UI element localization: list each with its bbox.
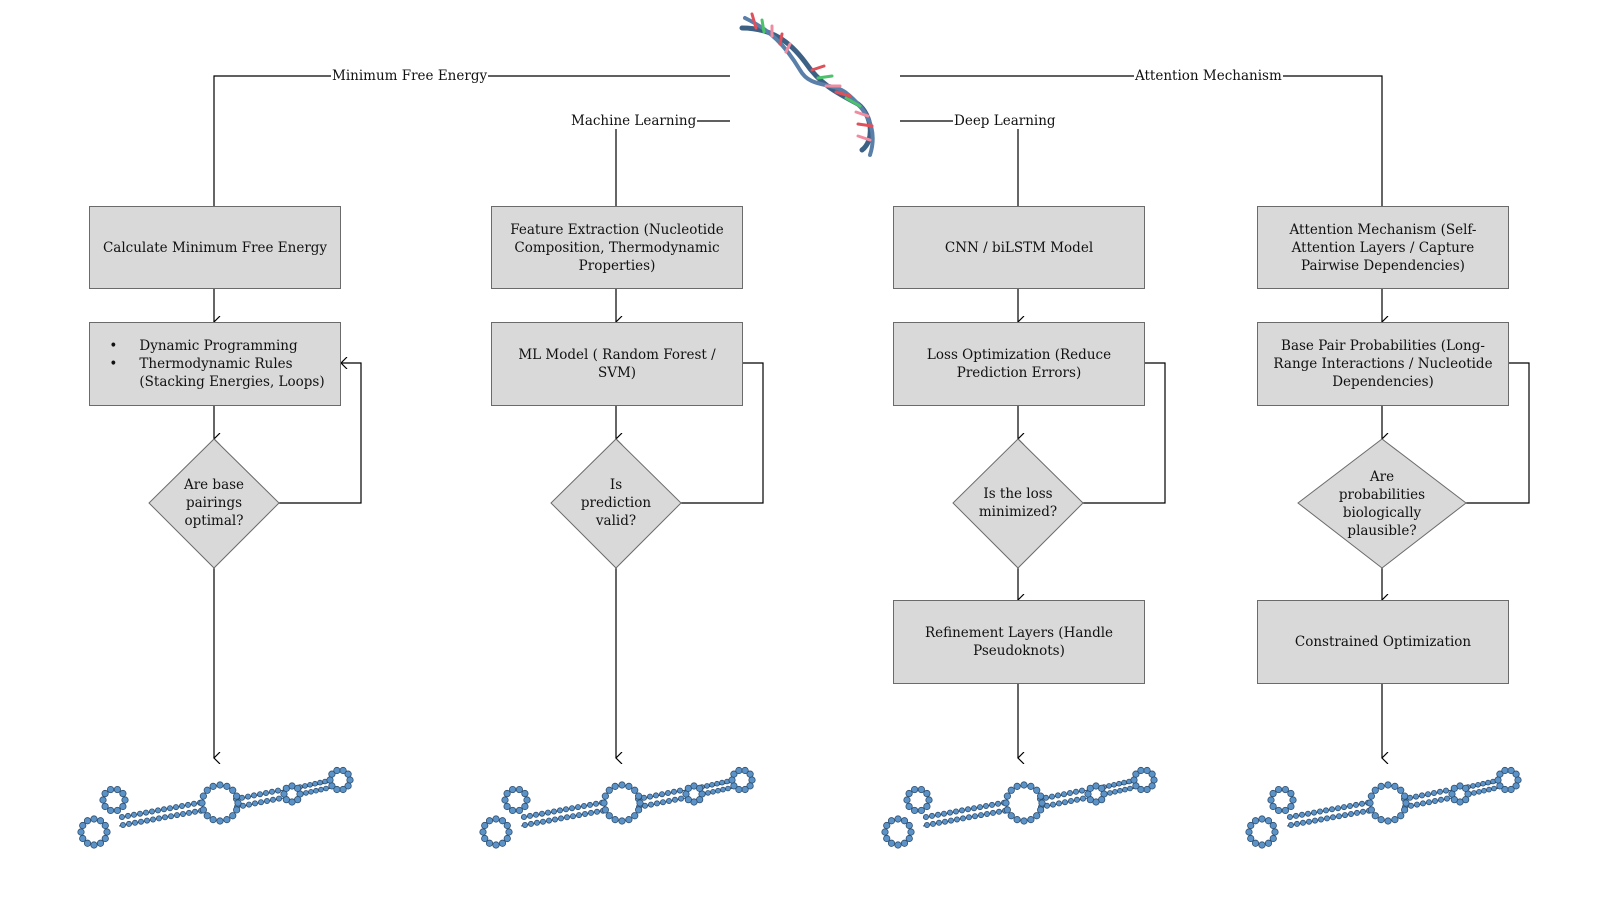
branch-label-ml: Machine Learning	[570, 113, 698, 129]
dna-double-helix-icon	[739, 12, 875, 157]
branch-line-dl	[900, 120, 1019, 206]
decision-diamond-1	[148, 438, 280, 569]
decision-text-4: Are probabilities biologically plausible…	[1338, 469, 1426, 539]
list-item: Dynamic Programming	[109, 337, 324, 355]
branch-line-attn	[900, 75, 1383, 206]
rna-structure-icon	[479, 766, 756, 849]
rna-structure-icon	[77, 766, 354, 849]
process-box-refinement-layers: Refinement Layers (Handle Pseudoknots)	[893, 600, 1145, 684]
decision-text-1: Are base pairings optimal?	[183, 477, 245, 529]
list-item: (Stacking Energies, Loops)	[139, 374, 325, 390]
decision-diamond-4	[1297, 438, 1467, 569]
branch-line-mfe	[213, 75, 730, 206]
method-list: Dynamic Programming Thermodynamic Rules …	[105, 337, 324, 391]
process-box-constrained-optimization: Constrained Optimization	[1257, 600, 1509, 684]
branch-label-dl: Deep Learning	[953, 113, 1057, 129]
list-item: Thermodynamic Rules	[109, 355, 324, 373]
decision-diamond-3	[952, 438, 1084, 569]
decision-diamond-2	[550, 438, 682, 569]
decision-text-3: Is the loss minimized?	[978, 486, 1058, 520]
rna-structure-icon	[1245, 766, 1522, 849]
process-box-ml-model: ML Model ( Random Forest / SVM)	[491, 322, 743, 406]
process-box-dynamic-programming: Dynamic Programming Thermodynamic Rules …	[89, 322, 341, 406]
rna-secondary-structure-icon	[77, 766, 1522, 849]
decision-text-2: Is prediction valid?	[580, 477, 652, 529]
branch-label-attn: Attention Mechanism	[1134, 68, 1283, 84]
process-box-loss-optimization: Loss Optimization (Reduce Prediction Err…	[893, 322, 1145, 406]
process-box-cnn-bilstm: CNN / biLSTM Model	[893, 206, 1145, 289]
process-box-base-pair-probabilities: Base Pair Probabilities (Long-Range Inte…	[1257, 322, 1509, 406]
branch-label-mfe: Minimum Free Energy	[331, 68, 489, 84]
rna-structure-icon	[881, 766, 1158, 849]
process-box-calculate-mfe: Calculate Minimum Free Energy	[89, 206, 341, 289]
process-box-feature-extraction: Feature Extraction (Nucleotide Compositi…	[491, 206, 743, 289]
process-box-attention-mechanism: Attention Mechanism (Self-Attention Laye…	[1257, 206, 1509, 289]
branch-line-ml	[615, 120, 730, 206]
